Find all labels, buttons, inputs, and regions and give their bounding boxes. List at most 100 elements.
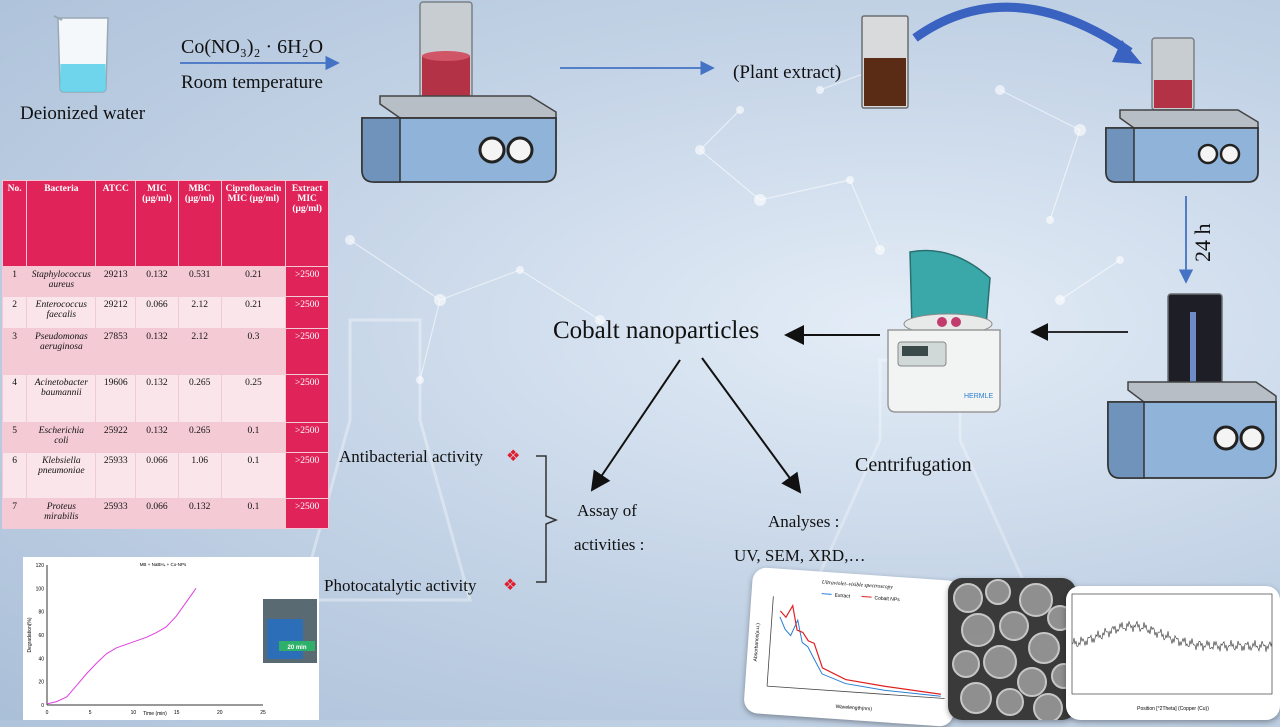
centrifuge-icon: HERMLE: [887, 249, 1001, 413]
legend-label: Cobalt NPs: [874, 595, 900, 603]
sem-particle: [999, 611, 1029, 641]
assay-label-line1: Assay of: [577, 501, 637, 520]
x-axis-label: Wavelength(nm): [835, 704, 872, 713]
table-cell-atcc: 19606: [95, 374, 137, 423]
plant-extract-beaker-icon: [861, 15, 909, 109]
x-tick-label: 25: [260, 710, 266, 716]
table-cell-cipro: 0.1: [220, 422, 287, 453]
inset-photo-liquid: [267, 619, 303, 659]
table-cell-bacteria: Enterococcus faecalis: [26, 296, 97, 329]
x-axis-label: Position [°2Theta] (Copper (Cu)): [1137, 706, 1209, 712]
table-cell-bacteria: Klebsiella pneumoniae: [26, 452, 97, 499]
table-cell-mbc: 2.12: [177, 296, 222, 329]
y-tick-label: 40: [38, 656, 44, 662]
sem-particle: [1033, 693, 1063, 720]
sem-particle: [1019, 583, 1053, 617]
table-cell-bacteria: Pseudomonas aeruginosa: [26, 328, 97, 375]
y-axis-label: Absorbance(a.u.): [753, 623, 762, 662]
x-tick-label: 15: [174, 710, 180, 716]
table-cell-mbc: 2.12: [177, 328, 222, 375]
series-line: [779, 616, 941, 697]
x-tick-label: 10: [131, 710, 137, 716]
hot-plate-stirrer-icon: [1105, 37, 1259, 183]
mic-table: No. Bacteria ATCC MIC (μg/ml) MBC (μg/ml…: [1, 180, 329, 529]
photocatalytic-label: Photocatalytic activity: [324, 576, 477, 595]
y-tick-label: 20: [38, 680, 44, 686]
condition-label: Room temperature: [181, 72, 323, 93]
y-tick-label: 0: [41, 703, 44, 709]
table-cell-bacteria: Escherichia coli: [26, 422, 97, 453]
sem-texture: [952, 579, 1076, 720]
xrd-pattern-chart: Position [°2Theta] (Copper (Cu)): [1071, 593, 1273, 712]
table-cell-bacteria: Proteus mirabilis: [26, 498, 97, 529]
table-cell-bacteria: Staphylococcus aureus: [26, 266, 97, 297]
col-header: ATCC: [95, 180, 137, 267]
table-cell-atcc: 29212: [95, 296, 137, 329]
table-cell-mic: 0.132: [135, 374, 179, 423]
centrifugation-label: Centrifugation: [855, 454, 972, 476]
plant-extract-label: (Plant extract): [733, 62, 842, 83]
table-cell-cipro: 0.25: [220, 374, 287, 423]
legend-label: Extract: [834, 593, 851, 600]
table-cell-no: 3: [1, 328, 28, 375]
time-label: 24 h: [1190, 223, 1215, 263]
bullet-icon: ❖: [503, 577, 518, 594]
legend-swatch: [821, 593, 832, 595]
x-tick-label: 5: [89, 710, 92, 716]
assay-label-line2: activities :: [574, 535, 645, 554]
table-cell-mbc: 1.06: [177, 452, 222, 499]
x-axis: [767, 685, 945, 699]
table-cell-mic: 0.132: [135, 266, 179, 297]
product-label: Cobalt nanoparticles: [553, 317, 760, 344]
y-axis-label: Degradation(%): [27, 617, 33, 652]
analyses-label-line1: Analyses :: [768, 512, 840, 531]
x-axis-label: Time (min): [143, 711, 167, 717]
table-cell-extract: >2500: [285, 328, 329, 375]
bullet-icon: ❖: [506, 448, 521, 465]
y-tick-label: 120: [36, 563, 45, 569]
table-cell-no: 4: [1, 374, 28, 423]
table-cell-no: 5: [1, 422, 28, 453]
table-cell-mic: 0.066: [135, 498, 179, 529]
col-header: Bacteria: [26, 180, 97, 267]
table-cell-cipro: 0.21: [220, 296, 287, 329]
table-cell-mbc: 0.265: [177, 422, 222, 453]
table-cell-mic: 0.132: [135, 422, 179, 453]
col-header: No.: [1, 180, 28, 267]
reagent-formula: Co(NO₃)₂ · 6H₂O: [181, 36, 324, 58]
table-cell-extract: >2500: [285, 498, 329, 529]
chart-title: MB + NaBH₄ + Co-NPs: [140, 562, 187, 567]
table-cell-atcc: 25933: [95, 452, 137, 499]
inset-label-bg: [279, 641, 315, 651]
y-axis: [766, 596, 774, 687]
x-tick-label: 20: [217, 710, 223, 716]
table-cell-atcc: 27853: [95, 328, 137, 375]
table-cell-atcc: 25922: [95, 422, 137, 453]
table-cell-mbc: 0.531: [177, 266, 222, 297]
table-cell-cipro: 0.3: [220, 328, 287, 375]
table-cell-atcc: 25933: [95, 498, 137, 529]
col-header: Ciprofloxacin MIC (μg/ml): [220, 180, 287, 267]
table-cell-mic: 0.066: [135, 296, 179, 329]
y-tick-label: 80: [38, 610, 44, 616]
beaker-icon: [53, 15, 109, 93]
table-cell-no: 2: [1, 296, 28, 329]
col-header: MBC (μg/ml): [177, 180, 222, 267]
table-cell-extract: >2500: [285, 374, 329, 423]
y-tick-label: 60: [38, 633, 44, 639]
table-cell-mbc: 0.265: [177, 374, 222, 423]
table-cell-mbc: 0.132: [177, 498, 222, 529]
table-cell-extract: >2500: [285, 422, 329, 453]
table-cell-extract: >2500: [285, 266, 329, 297]
sem-particle: [961, 613, 995, 647]
sem-particle: [952, 650, 980, 678]
